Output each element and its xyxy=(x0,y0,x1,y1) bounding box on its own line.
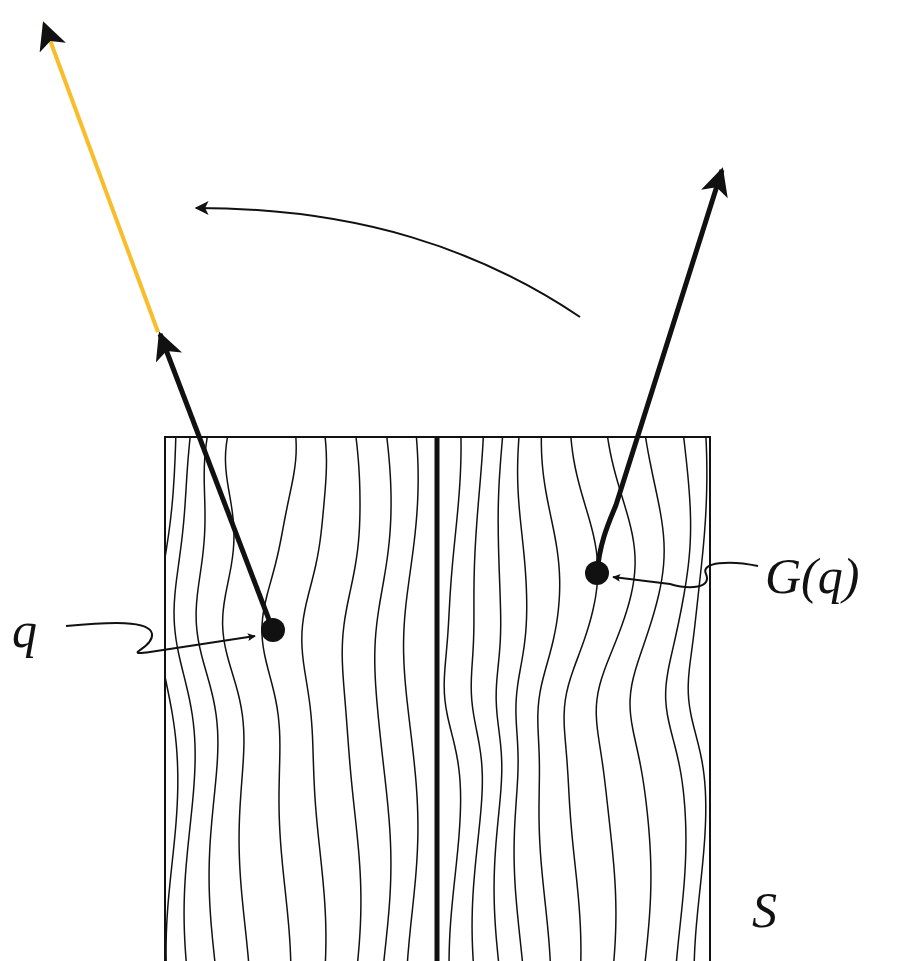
level-curve xyxy=(174,437,195,961)
level-curve xyxy=(196,437,218,961)
leader-line xyxy=(613,563,758,587)
level-curve xyxy=(404,437,419,961)
tangent-vector xyxy=(160,334,271,625)
level-curve xyxy=(538,437,560,961)
level-curve xyxy=(514,437,527,961)
surface-border xyxy=(165,437,710,961)
level-curves xyxy=(165,437,707,961)
level-curve xyxy=(596,437,635,961)
image-vector xyxy=(597,170,722,573)
level-curve xyxy=(342,437,361,961)
level-curve xyxy=(302,437,327,961)
level-curve xyxy=(688,437,707,961)
point-q xyxy=(261,618,285,642)
point-gq xyxy=(585,561,609,585)
transported-vector xyxy=(44,24,158,332)
level-curve xyxy=(564,437,598,961)
level-curve xyxy=(262,437,296,961)
math-label: G(q) xyxy=(765,551,859,601)
level-curve xyxy=(630,437,664,961)
level-curve xyxy=(494,437,503,961)
rotation-arrow xyxy=(196,208,580,317)
level-curve xyxy=(375,437,391,961)
math-label: S xyxy=(752,885,777,935)
level-curve xyxy=(471,437,483,961)
level-curve xyxy=(666,437,691,961)
level-curve xyxy=(165,437,178,961)
center-line xyxy=(435,437,440,961)
leader-line xyxy=(66,623,255,653)
math-label: q xyxy=(12,605,37,655)
level-curve xyxy=(444,437,461,961)
